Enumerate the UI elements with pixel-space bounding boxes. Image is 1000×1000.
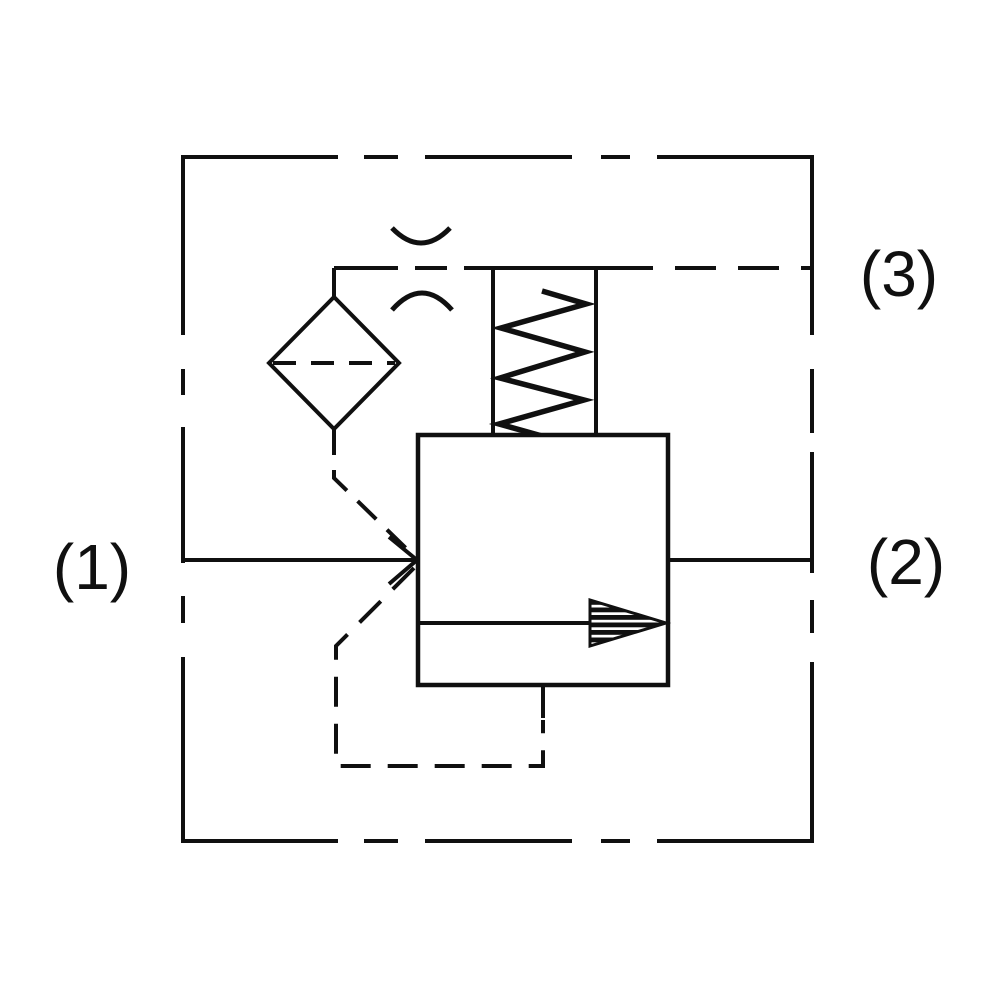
valve-body-box bbox=[415, 432, 671, 688]
port-2-label: (2) bbox=[867, 526, 945, 598]
filter-pilot-dashed-drop bbox=[332, 429, 418, 560]
filter-symbol bbox=[266, 268, 418, 560]
spring-icon bbox=[488, 288, 596, 439]
vent-arc-upper bbox=[390, 226, 452, 246]
port-1-line bbox=[183, 535, 421, 586]
valve-body bbox=[415, 432, 672, 688]
enclosure-boundary bbox=[181, 155, 814, 843]
drain-pilot-loop bbox=[334, 566, 545, 768]
vent-arc-lower bbox=[390, 290, 454, 312]
port-1-label: (1) bbox=[53, 531, 131, 603]
drain-dashed-loop bbox=[334, 566, 545, 768]
spring-symbol bbox=[488, 268, 598, 439]
flow-arrow-icon bbox=[588, 597, 672, 649]
port-3-label: (3) bbox=[860, 238, 938, 310]
vent-arcs-icon bbox=[390, 226, 454, 312]
